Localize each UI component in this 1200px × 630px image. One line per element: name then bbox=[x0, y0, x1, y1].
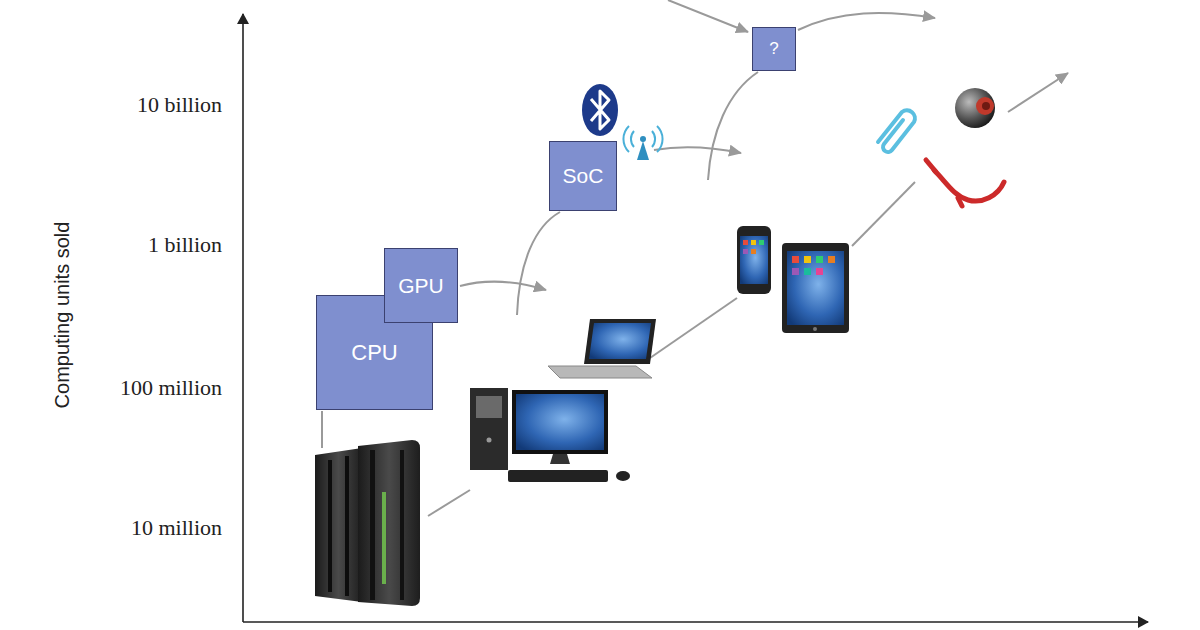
sensor-body bbox=[955, 88, 995, 128]
app-icon bbox=[828, 256, 835, 263]
server-panel bbox=[358, 440, 420, 606]
chip-trend-arrows bbox=[460, 0, 935, 315]
app-icon bbox=[792, 268, 799, 275]
pc-button bbox=[487, 438, 492, 443]
radio-wave bbox=[652, 131, 655, 147]
chip-box: GPU bbox=[384, 248, 458, 323]
trend-arrow bbox=[460, 282, 546, 290]
y-axis bbox=[242, 14, 244, 622]
app-icon bbox=[816, 256, 823, 263]
radio-wave bbox=[623, 126, 629, 152]
app-icon bbox=[743, 240, 748, 245]
glasses-frame bbox=[934, 170, 1004, 201]
mainframe-illustration bbox=[315, 440, 420, 606]
trend-arrow bbox=[1008, 73, 1068, 112]
axis-tick-label: 10 million bbox=[40, 514, 222, 542]
monitor-frame bbox=[512, 390, 608, 454]
glasses-lens bbox=[958, 198, 962, 206]
tablet-screen bbox=[787, 251, 844, 325]
trend-curve bbox=[517, 212, 560, 315]
trend-line bbox=[852, 182, 915, 246]
chip-box: SoC bbox=[549, 141, 617, 211]
mouse bbox=[616, 471, 630, 481]
phone-screen bbox=[740, 236, 768, 284]
bluetooth-symbol bbox=[582, 84, 618, 136]
axis-tick-label: 1 billion bbox=[40, 231, 222, 259]
tablet-body bbox=[782, 243, 849, 333]
radio-wave bbox=[657, 126, 663, 152]
pc-tower bbox=[470, 388, 508, 470]
laptop-illustration bbox=[548, 319, 656, 378]
app-icon bbox=[804, 268, 811, 275]
chip-name: GPU bbox=[398, 274, 444, 298]
monitor-stand bbox=[550, 454, 570, 464]
app-icon bbox=[816, 268, 823, 275]
app-icon bbox=[759, 240, 764, 245]
antenna-tip bbox=[640, 136, 646, 142]
trend-arrow bbox=[668, 0, 748, 32]
tablet-illustration bbox=[782, 243, 849, 333]
server-light bbox=[382, 492, 386, 584]
axis-tick-label: 100 million bbox=[40, 374, 222, 402]
glasses-wearable bbox=[926, 160, 1004, 206]
bluetooth-badge bbox=[582, 84, 618, 136]
laptop-screen bbox=[589, 323, 651, 359]
app-icon bbox=[792, 256, 799, 263]
app-icon bbox=[751, 249, 756, 254]
chip-name: SoC bbox=[563, 164, 604, 188]
x-axis bbox=[243, 621, 1148, 623]
chip-name: ? bbox=[769, 39, 778, 59]
leader-line bbox=[321, 411, 323, 448]
sensor-device bbox=[955, 88, 995, 128]
device-trend-line bbox=[322, 73, 1068, 516]
keyboard bbox=[508, 470, 608, 482]
trend-arrow bbox=[798, 13, 935, 30]
sensor-pupil bbox=[982, 102, 990, 110]
antenna-symbol bbox=[623, 126, 662, 160]
axis-title: Computing units sold bbox=[49, 175, 75, 455]
monitor-screen bbox=[516, 394, 604, 450]
server-panel bbox=[315, 448, 362, 602]
sensor-lens bbox=[976, 97, 994, 115]
server-groove bbox=[328, 460, 332, 592]
server-groove bbox=[400, 450, 404, 600]
app-icon bbox=[751, 240, 756, 245]
pc-drive bbox=[476, 396, 502, 418]
phone-body bbox=[737, 226, 771, 294]
antenna-mast bbox=[637, 141, 649, 160]
chip-name: CPU bbox=[351, 340, 397, 366]
phone-illustration bbox=[737, 226, 771, 294]
app-icon bbox=[804, 256, 811, 263]
trend-curve bbox=[708, 72, 758, 180]
trend-line bbox=[650, 298, 737, 358]
bluetooth-rune bbox=[591, 91, 609, 129]
server-groove bbox=[345, 456, 349, 596]
clip-wearable bbox=[878, 110, 915, 152]
trend-line bbox=[428, 490, 470, 516]
home-button bbox=[813, 327, 817, 331]
radio-wave bbox=[631, 131, 634, 147]
app-icon bbox=[743, 249, 748, 254]
laptop-lid bbox=[584, 319, 656, 364]
laptop-base bbox=[548, 366, 652, 378]
chip-box: ? bbox=[752, 27, 796, 71]
trend-arrow bbox=[654, 147, 741, 153]
axis-tick-label: 10 billion bbox=[40, 91, 222, 119]
server-groove bbox=[370, 450, 375, 600]
desktop-illustration bbox=[470, 388, 630, 482]
